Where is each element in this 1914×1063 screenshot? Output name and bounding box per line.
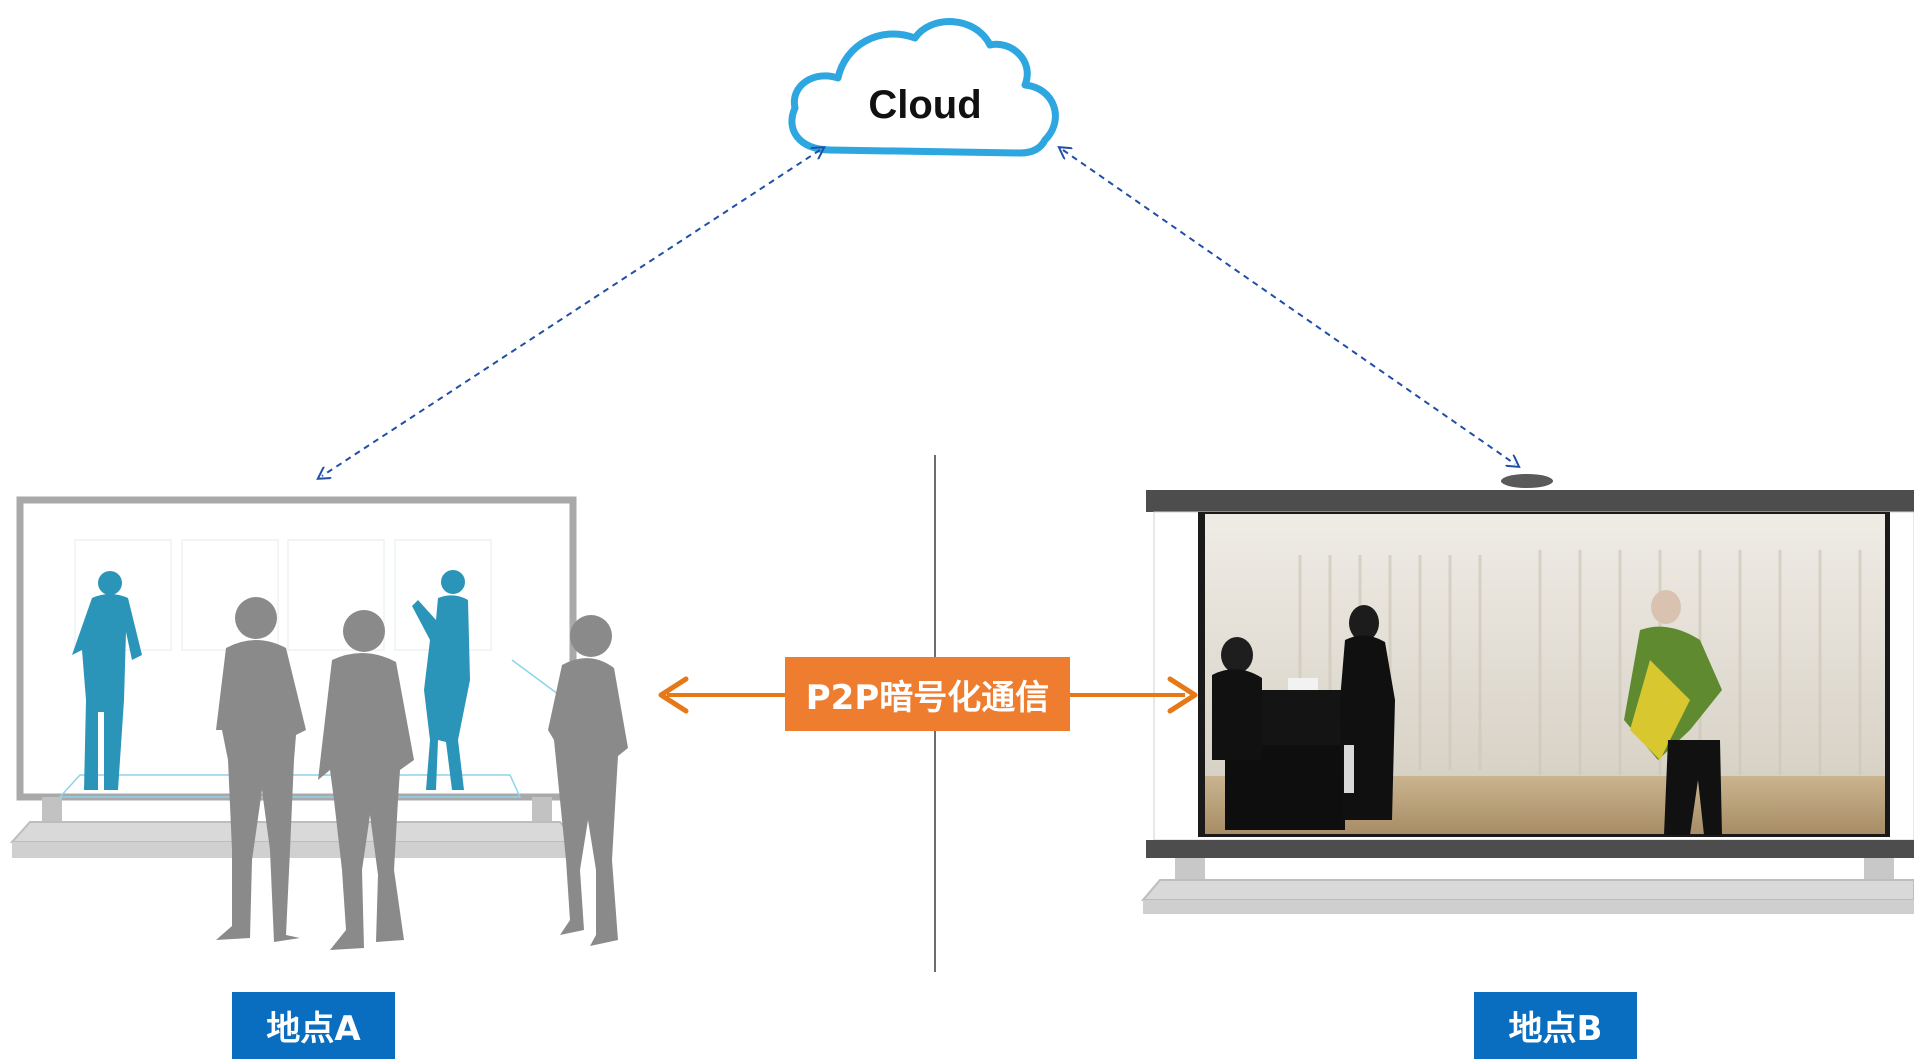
camera-icon xyxy=(1501,474,1553,488)
p2p-label: P2P暗号化通信 xyxy=(785,657,1070,731)
cloud-label: Cloud xyxy=(868,83,982,127)
p2p-arrow xyxy=(658,676,1198,714)
video-screen-icon xyxy=(1198,512,1890,837)
person-silhouette-icon xyxy=(216,597,628,950)
dashed-link-a xyxy=(322,150,820,476)
site-b-label: 地点B xyxy=(1474,992,1637,1059)
dashed-link-b xyxy=(1063,150,1515,464)
person-silhouette-icon xyxy=(72,570,470,790)
site-a-label: 地点A xyxy=(232,992,395,1059)
cloud-icon xyxy=(788,18,1059,157)
